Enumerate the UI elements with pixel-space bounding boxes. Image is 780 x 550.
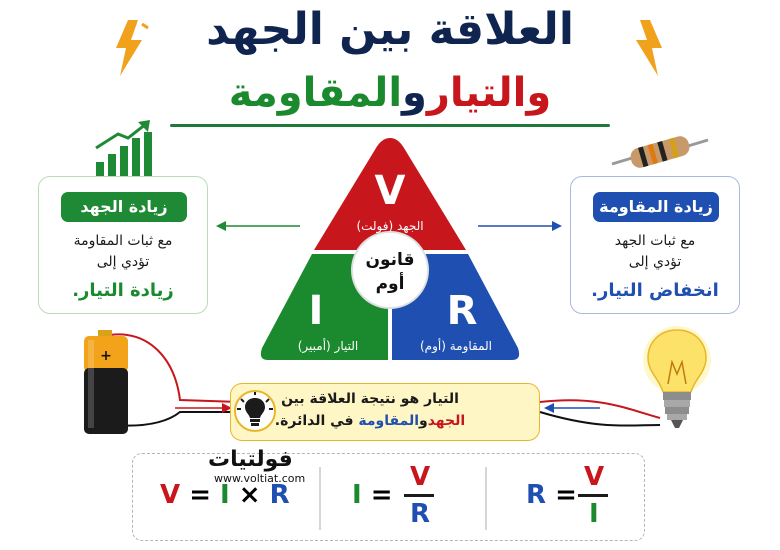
f2-denominator: R — [410, 499, 431, 529]
resistance-card-result: انخفاض التيار. — [591, 280, 719, 301]
f3-eq: = — [555, 480, 577, 510]
current-result-note: التيار هو نتيجة العلاقة بين الجهدوالمقاو… — [230, 383, 540, 441]
ohms-law-triangle: قانون أوم V I R الجهد (فولت) التيار (أمب… — [260, 138, 520, 364]
voltage-increase-card: زيادة الجهد مع ثبات المقاومة تؤدي إلى زي… — [38, 176, 208, 314]
note-line2: الجهدوالمقاومة في الدائرة. — [241, 413, 499, 429]
title-resistance-word: المقاومة — [228, 70, 403, 116]
center-circle — [351, 231, 429, 309]
title-underline — [170, 124, 610, 127]
title-and-word: و — [402, 70, 427, 116]
f2-eq: = — [370, 480, 393, 510]
formula-panel — [132, 453, 645, 541]
resistance-letter: R — [447, 288, 478, 334]
formula-i-equals: I = — [352, 480, 393, 510]
title-current-word: والتيار — [426, 70, 552, 116]
title-line-1: العلاقة بين الجهد — [206, 4, 574, 55]
f1-v: V — [160, 480, 181, 510]
light-bulb-icon — [643, 326, 711, 428]
voltage-letter: V — [375, 168, 406, 214]
f1-times: × — [238, 480, 261, 510]
resistance-card-text: مع ثبات الجهد تؤدي إلى — [577, 231, 733, 273]
current-label: التيار (أمبير) — [298, 338, 359, 354]
lightning-icon — [116, 20, 149, 76]
f3-r: R — [526, 480, 547, 510]
f2-fraction-bar — [404, 494, 434, 497]
resistance-increase-card: زيادة المقاومة مع ثبات الجهد تؤدي إلى ان… — [570, 176, 740, 314]
resistor-icon — [611, 136, 709, 168]
voltage-segment — [314, 138, 466, 250]
f3-numerator: V — [584, 462, 605, 492]
idea-bulb-icon — [234, 390, 276, 432]
lightning-icon — [636, 20, 662, 76]
battery-plus: + — [100, 348, 112, 364]
voltage-card-line1: مع ثبات المقاومة — [73, 233, 173, 249]
resistance-card-line1: مع ثبات الجهد — [614, 233, 696, 249]
center-line1: قانون — [365, 250, 414, 270]
current-letter: I — [309, 288, 324, 334]
f3-denominator: I — [589, 499, 599, 529]
resistance-card-line2: تؤدي إلى — [628, 254, 682, 270]
note-resistance-word: المقاومة — [358, 413, 420, 429]
note-line2-end: في الدائرة. — [274, 413, 354, 429]
f3-fraction-bar — [578, 494, 608, 497]
title-line-2: والتياروالمقاومة — [0, 70, 780, 116]
voltage-card-result: زيادة التيار. — [72, 280, 174, 301]
voltage-increase-heading: زيادة الجهد — [61, 192, 187, 222]
f2-i: I — [352, 480, 362, 510]
resistance-label: المقاومة (أوم) — [420, 338, 492, 354]
f1-i: I — [220, 480, 230, 510]
center-line2: أوم — [376, 272, 405, 294]
brand-url: www.voltiat.com — [214, 472, 306, 485]
voltage-label: الجهد (فولت) — [356, 219, 423, 234]
f2-numerator: V — [410, 462, 431, 492]
brand-name: فولتيات — [208, 447, 293, 472]
note-and-word: و — [419, 413, 428, 429]
bar-chart-arrow-icon — [95, 120, 152, 176]
f1-eq: = — [189, 480, 211, 510]
resistance-increase-heading: زيادة المقاومة — [593, 192, 719, 222]
f1-r: R — [269, 480, 290, 510]
voltage-card-text: مع ثبات المقاومة تؤدي إلى — [45, 231, 201, 273]
battery-icon: + — [84, 330, 128, 434]
formula-v-equals-i-times-r: V = I × R — [160, 480, 290, 510]
voltage-card-line2: تؤدي إلى — [96, 254, 150, 270]
note-line1: التيار هو نتيجة العلاقة بين — [281, 391, 459, 407]
formula-r-equals: R = — [526, 480, 577, 510]
note-voltage-word: الجهد — [427, 413, 466, 429]
